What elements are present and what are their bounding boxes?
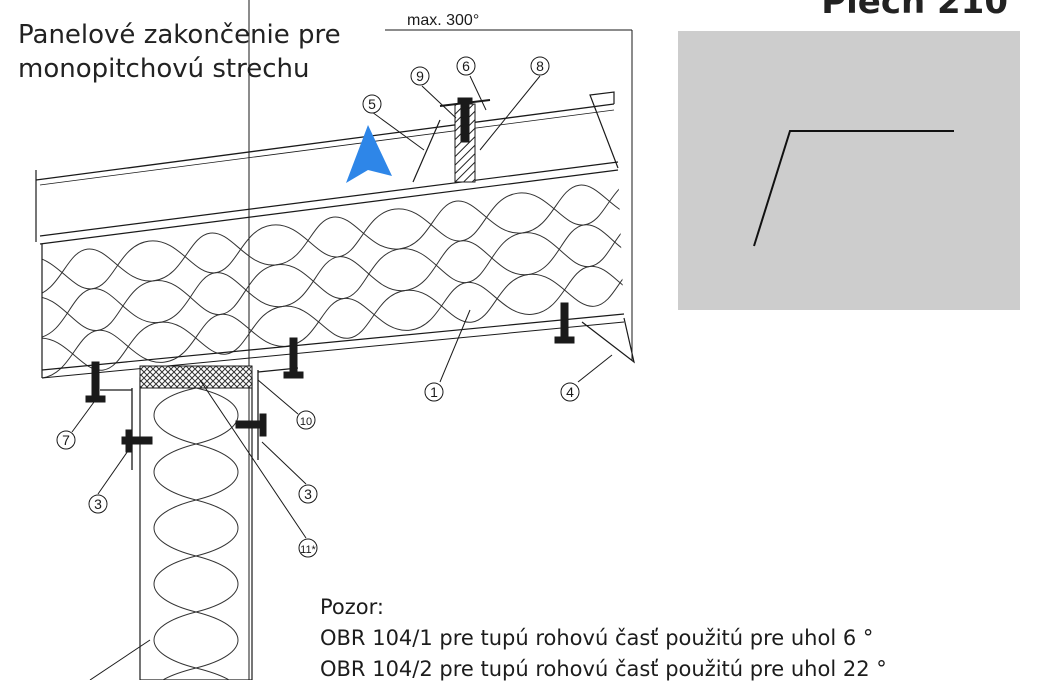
callout-label: 4	[566, 384, 574, 400]
callout-6: 4	[560, 382, 580, 402]
callout-1: 5	[362, 94, 382, 114]
callout-label: 1	[430, 384, 438, 400]
product-code-title: Plech 210	[821, 0, 1008, 22]
title-line-2: monopitchovú strechu	[18, 54, 310, 84]
callout-2: 9	[410, 66, 430, 86]
callout-10: 3	[298, 484, 318, 504]
callout-label: 10	[300, 416, 312, 428]
roof-panel	[35, 91, 635, 379]
callout-label: 6	[462, 58, 470, 74]
up-arrow-icon	[346, 125, 392, 183]
fasteners	[85, 302, 575, 453]
roof-insulation	[42, 176, 624, 379]
flashing-edge	[412, 119, 441, 183]
callout-9: 3	[88, 494, 108, 514]
callouts	[71, 75, 613, 680]
callout-labels: 5 9 6 8 1 4 10 7 3 3 11*	[56, 56, 580, 558]
profile-preview	[678, 31, 1020, 310]
callout-4: 8	[530, 56, 550, 76]
callout-5: 1	[424, 382, 444, 402]
callout-3: 6	[456, 56, 476, 76]
callout-label: 7	[62, 432, 70, 448]
callout-label: 5	[368, 96, 376, 112]
dimension-label: max. 300°	[407, 12, 479, 29]
callout-7: 10	[296, 410, 316, 430]
profile-shape-icon	[753, 130, 954, 247]
callout-label: 11*	[300, 544, 316, 556]
note-heading: Pozor:	[320, 595, 384, 619]
note-line-1: OBR 104/1 pre tupú rohovú časť použitú p…	[320, 626, 874, 650]
drawing-title: Panelové zakončenie pre monopitchovú str…	[18, 18, 341, 86]
callout-label: 3	[94, 496, 102, 512]
callout-11: 11*	[298, 538, 318, 558]
callout-label: 3	[304, 486, 312, 502]
note-line-2: OBR 104/2 pre tupú rohovú časť použitú p…	[320, 657, 887, 681]
top-screw	[439, 97, 491, 143]
callout-8: 7	[56, 430, 76, 450]
callout-label: 8	[536, 58, 544, 74]
note-block: Pozor: OBR 104/1 pre tupú rohovú časť po…	[320, 592, 887, 685]
dimension-line: max. 300°	[385, 12, 633, 360]
title-line-1: Panelové zakončenie pre	[18, 20, 341, 50]
wall-panel	[100, 365, 299, 680]
callout-label: 9	[416, 68, 424, 84]
